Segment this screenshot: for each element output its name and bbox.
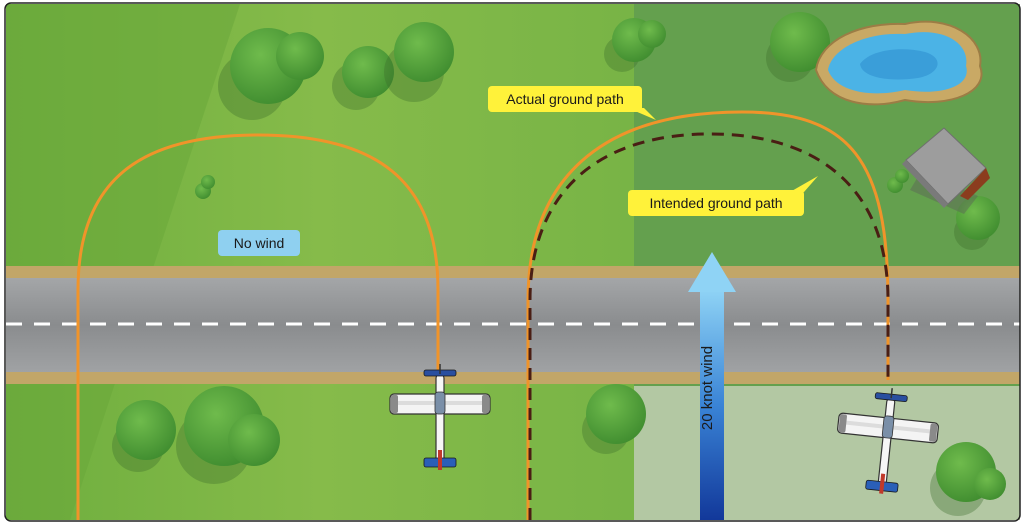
- no-wind-path: [76, 133, 440, 520]
- house-icon: [902, 127, 990, 214]
- runway: [6, 266, 1020, 384]
- no-wind-label: No wind: [218, 230, 300, 256]
- field-dark-strip: [6, 4, 240, 520]
- tree-icon: [384, 22, 454, 102]
- wind-arrow-icon: 20 knot wind: [688, 252, 736, 520]
- tree-icon: [195, 169, 909, 199]
- frame-border: [4, 2, 1021, 522]
- pond-icon: [814, 20, 983, 106]
- tree-icon: [332, 46, 394, 110]
- wind-label: 20 knot wind: [699, 346, 716, 430]
- tree-icon: [954, 196, 1000, 250]
- tree-icon: [112, 400, 176, 472]
- tree-icon: [176, 386, 280, 484]
- tree-icon: [766, 12, 830, 82]
- actual-ground-path: [526, 110, 890, 520]
- tree-icon: [218, 28, 324, 120]
- tree-icon: [604, 18, 666, 72]
- intended-path-label-text: Intended ground path: [649, 195, 782, 211]
- intended-path-label: Intended ground path: [628, 176, 818, 216]
- actual-path-label: Actual ground path: [488, 86, 656, 120]
- tree-icon: [930, 442, 1006, 516]
- tree-icon: [582, 384, 646, 454]
- no-wind-label-text: No wind: [234, 235, 285, 251]
- actual-path-label-text: Actual ground path: [506, 91, 624, 107]
